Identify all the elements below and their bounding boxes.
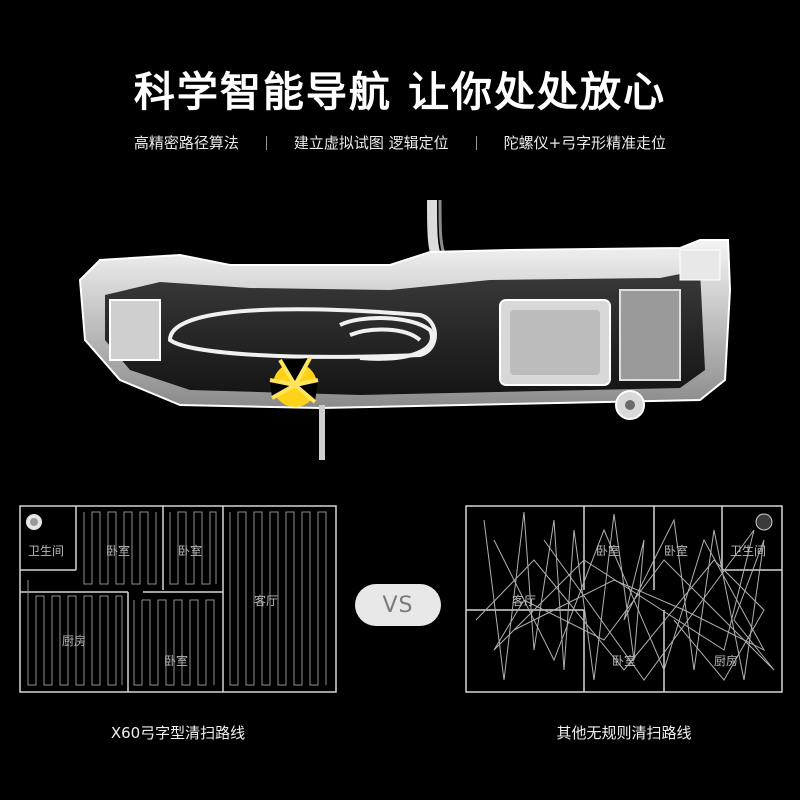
drive-wheel (615, 390, 645, 420)
room-label-bathroom: 卫生间 (28, 544, 65, 558)
robot-cross-section (78, 199, 732, 460)
room-label-bedroom: 卧室 (106, 544, 131, 558)
room-label-bedroom: 卧室 (164, 654, 189, 668)
feature-path-algorithm: 高精密路径算法 (133, 134, 239, 152)
floor-plan-random: 卧室 卧室 卫生间 客厅 卧室 厨房 (464, 500, 784, 700)
feature-divider (265, 135, 267, 150)
robot-dock-icon (26, 514, 42, 530)
room-label-bathroom: 卫生间 (730, 544, 767, 558)
side-brush (269, 357, 319, 407)
room-label-bedroom: 卧室 (664, 544, 689, 558)
room-label-living-room: 客厅 (254, 594, 279, 608)
room-label-living-room: 客厅 (512, 594, 537, 608)
room-label-bedroom: 卧室 (178, 544, 203, 558)
robot-dock-icon (755, 513, 773, 531)
floor-plan-zigzag: 卫生间 卧室 卧室 客厅 厨房 卧室 (18, 500, 338, 700)
caption-random: 其他无规则清扫路线 (556, 724, 692, 742)
feature-list: 高精密路径算法 建立虚拟试图 逻辑定位 陀螺仪+弓字形精准走位 (0, 132, 800, 153)
room-label-bedroom: 卧室 (612, 654, 637, 668)
floor-plan-random-drawing (465, 505, 783, 693)
feature-gyroscope: 陀螺仪+弓字形精准走位 (503, 134, 667, 152)
random-path (475, 511, 775, 681)
floor-plan-zigzag-drawing (19, 505, 337, 693)
vs-badge: VS (355, 584, 441, 626)
room-label-kitchen: 厨房 (714, 654, 739, 668)
caption-zigzag: X60弓字型清扫路线 (110, 724, 246, 742)
room-label-kitchen: 厨房 (62, 634, 87, 648)
feature-virtual-map: 建立虚拟试图 逻辑定位 (293, 134, 449, 152)
airflow-coil (167, 307, 437, 361)
headline: 科学智能导航 让你处处放心 (133, 68, 667, 116)
feature-divider (475, 135, 477, 150)
room-label-bedroom: 卧室 (596, 544, 621, 558)
zigzag-path (27, 511, 327, 686)
